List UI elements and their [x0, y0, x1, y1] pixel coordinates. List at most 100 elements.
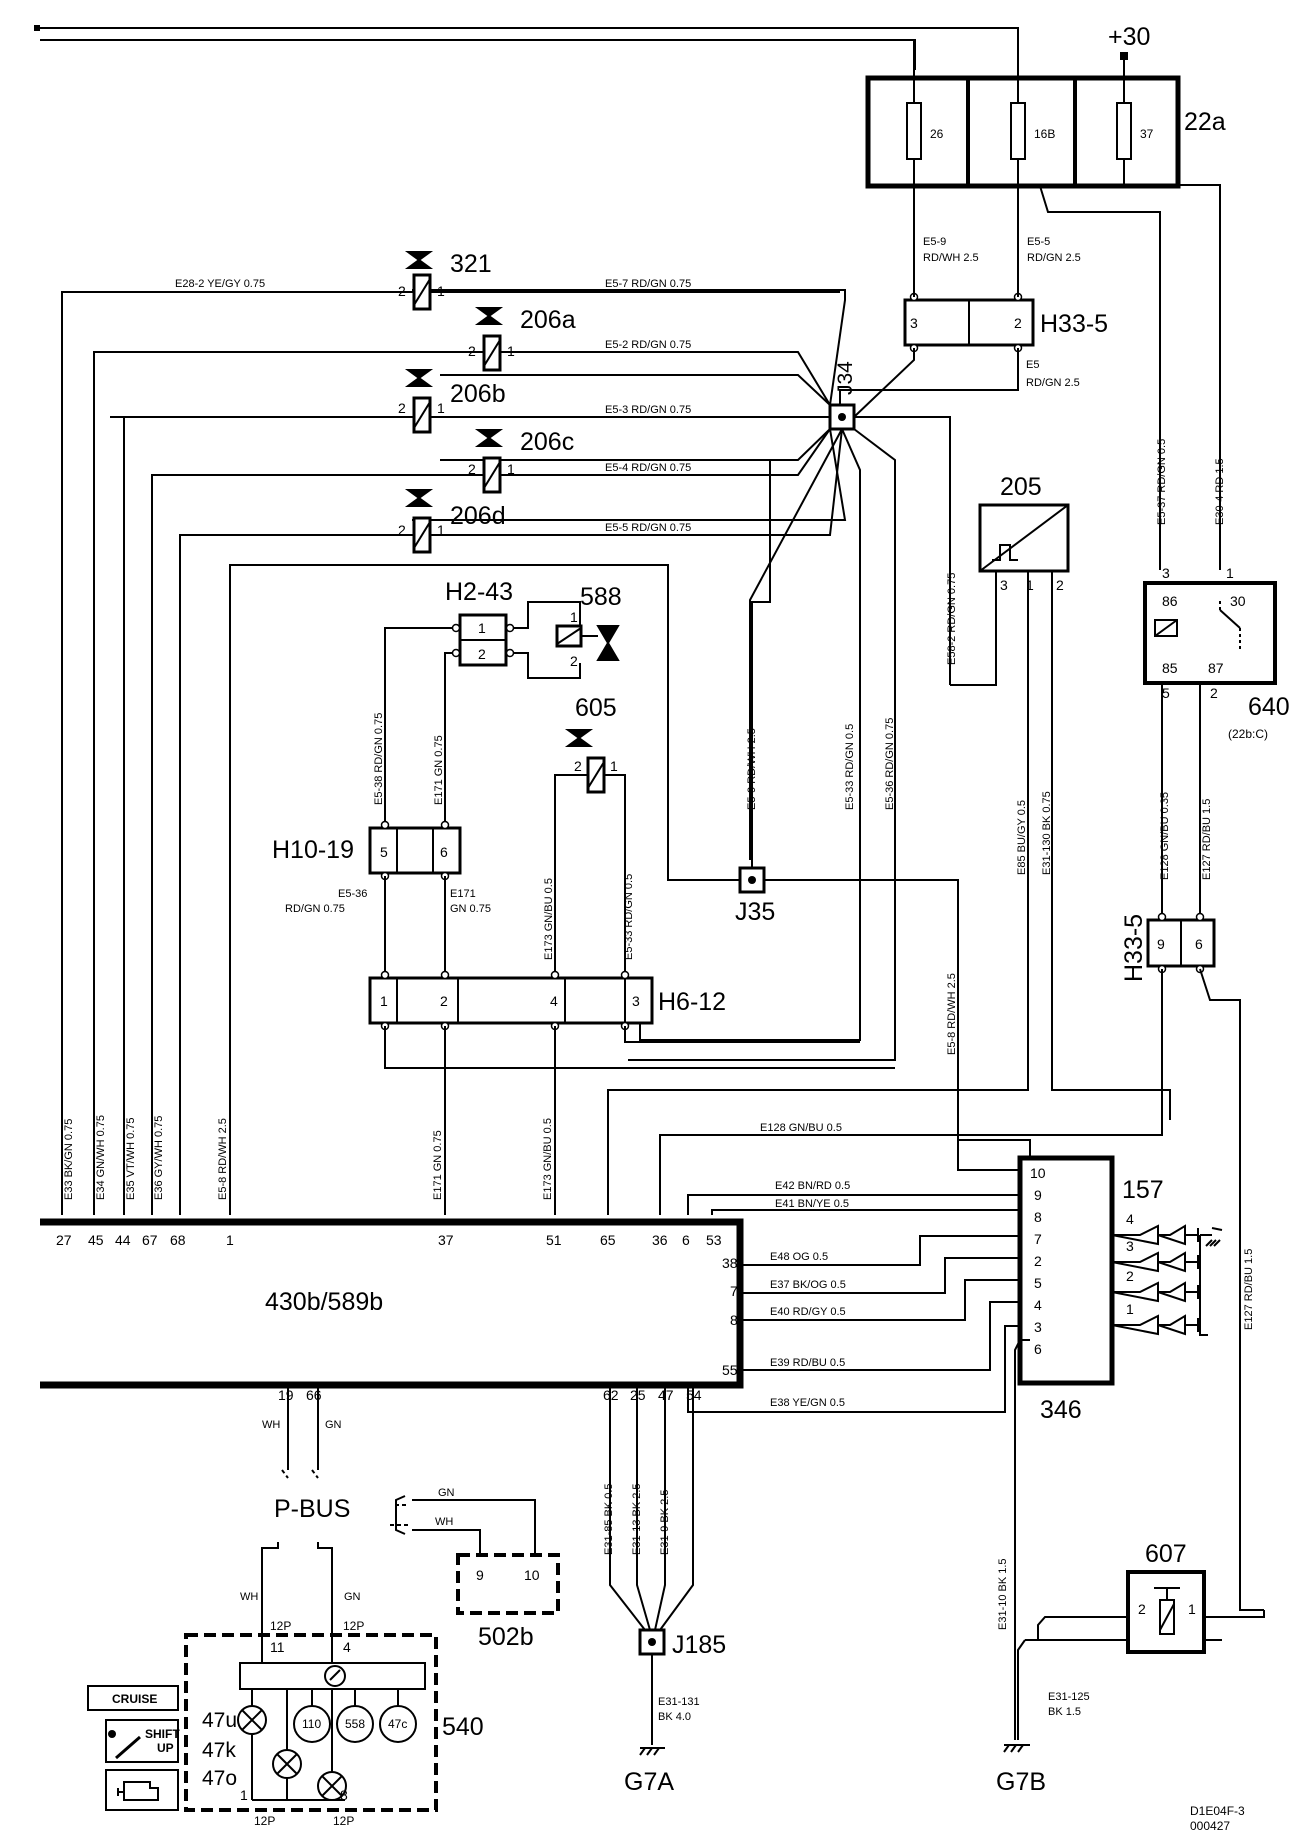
svg-text:55: 55: [722, 1362, 738, 1378]
wire-e171d: E171 GN 0.75: [432, 1130, 444, 1200]
ecu-right-pins: 38 7 8 55: [722, 1255, 738, 1378]
svg-text:2: 2: [1034, 1253, 1042, 1269]
valve-206b: [404, 369, 434, 434]
h33-5b-pin-9: 9: [1157, 936, 1165, 952]
svg-text:44: 44: [115, 1232, 131, 1248]
svg-text:4: 4: [1034, 1297, 1042, 1313]
switch-607-pin2: 2: [1138, 1601, 1146, 1617]
plus30-terminal: [1120, 52, 1128, 60]
relay-640-ref: (22b:C): [1228, 727, 1268, 741]
svg-text:7: 7: [1034, 1231, 1042, 1247]
wire-e128: E128 GN/BU 0.5: [760, 1122, 842, 1134]
valve-206c-label: 206c: [520, 428, 574, 456]
svg-text:9: 9: [1034, 1187, 1042, 1203]
h33-5b-pin-6: 6: [1195, 936, 1203, 952]
valve-206b-label: 206b: [450, 380, 506, 408]
valve-605-pin1: 1: [610, 758, 618, 774]
instrument-540-label: 540: [442, 1713, 484, 1741]
wire-e5-36: E5-36 RD/GN 0.75: [884, 718, 896, 810]
wire-e31-9: E31-9 BK 2.5: [659, 1490, 671, 1555]
sensor-205-pin2: 2: [1056, 577, 1064, 593]
c540-12p-3: 12P: [254, 1814, 275, 1828]
wire-gn-502: GN: [438, 1487, 455, 1499]
wire-e42: E42 BN/RD 0.5: [775, 1180, 850, 1192]
c502b-label: 502b: [478, 1623, 534, 1651]
lamp-47o: 47o: [202, 1767, 237, 1790]
ecu-top-pins: 27 45 44 67 68 1 37 51 65 36 6 53: [56, 1232, 722, 1248]
switch-pin-1: 1: [1126, 1301, 1134, 1317]
wire-e31-125: E31-125: [1048, 1691, 1090, 1703]
svg-text:6: 6: [682, 1232, 690, 1248]
fuse-16b-label: 16B: [1034, 127, 1055, 141]
valve-206c-pin1: 1: [507, 461, 515, 477]
wire-e5-5: E5-5 RD/GN 0.75: [605, 522, 691, 534]
svg-text:6: 6: [1034, 1341, 1042, 1357]
wire-e58-2: E58-2 RD/GN 0.75: [946, 573, 958, 665]
svg-text:7: 7: [730, 1283, 738, 1299]
valve-605-pin2: 2: [574, 758, 582, 774]
lamp-47u: 47u: [202, 1709, 237, 1732]
wire-e31-125b: BK 1.5: [1048, 1706, 1081, 1718]
c540-12p-1: 12P: [270, 1619, 291, 1633]
relay-pin-2: 2: [1210, 685, 1218, 701]
svg-text:10: 10: [1030, 1165, 1046, 1181]
instrument-540: [184, 1633, 438, 1812]
valve-321-label: 321: [450, 250, 492, 278]
wire-e127-v: E127 RD/BU 1.5: [1201, 799, 1213, 880]
h6-12-pin-1: 1: [380, 993, 388, 1009]
wire-e37: E37 BK/OG 0.5: [770, 1279, 846, 1291]
wire-e85: E85 BU/GY 0.5: [1016, 800, 1028, 875]
switch-pin-2: 2: [1126, 1268, 1134, 1284]
j35-label: J35: [735, 898, 775, 926]
connector-h10-19: [368, 820, 462, 881]
wire-e5-5-top: E5-5: [1027, 236, 1050, 248]
switch-group: [1111, 1224, 1223, 1336]
wire-e171b: E171: [450, 888, 476, 900]
wire-e31-130: E31-130 BK 0.75: [1041, 791, 1053, 875]
wire-e171: E171 GN 0.75: [433, 735, 445, 805]
wire-e5-3: E5-3 RD/GN 0.75: [605, 404, 691, 416]
switch-607-label: 607: [1145, 1540, 1187, 1568]
h33-5-pin-2: 2: [1014, 315, 1022, 331]
wire-wh-540: WH: [240, 1591, 258, 1603]
wire-e31-85: E31-85 BK 0.5: [603, 1483, 615, 1555]
plus30-label: +30: [1108, 23, 1150, 51]
wire-e5-7: E5-7 RD/GN 0.75: [605, 278, 691, 290]
c540-12p-2: 12P: [343, 1619, 364, 1633]
svg-text:36: 36: [652, 1232, 668, 1248]
splice-j35: [738, 866, 766, 894]
sensor-205-pin1: 1: [1026, 577, 1034, 593]
wire-e128-v: E128 GN/BU 0.35: [1159, 792, 1171, 880]
relay-640-label: 640: [1248, 693, 1290, 721]
solenoid-588-pin2: 2: [570, 653, 578, 669]
wire-e31-131b: BK 4.0: [658, 1711, 691, 1723]
wire-e5-b: RD/GN 2.5: [1026, 377, 1080, 389]
svg-text:68: 68: [170, 1232, 186, 1248]
solenoid-588-pin1: 1: [570, 609, 578, 625]
svg-text:45: 45: [88, 1232, 104, 1248]
h6-12-pin-2: 2: [440, 993, 448, 1009]
wire-e5-37: E5-37 RD/GN 0.5: [1156, 439, 1168, 525]
svg-text:1: 1: [226, 1232, 234, 1248]
fuse-box-22a: [865, 40, 1221, 570]
wire-e5-5-top2: RD/GN 2.5: [1027, 252, 1081, 264]
wire-wh-top: WH: [262, 1419, 280, 1431]
connector-h33-5-lower: [1146, 912, 1216, 974]
switch-607: [1126, 1570, 1206, 1654]
c502b-pin-9: 9: [476, 1567, 484, 1583]
svg-text:65: 65: [600, 1232, 616, 1248]
fuse-box-22a-label: 22a: [1184, 108, 1226, 136]
svg-text:3: 3: [1034, 1319, 1042, 1335]
valve-206d: [404, 489, 434, 554]
gauge-558: 558: [345, 1717, 365, 1731]
j185-label: J185: [672, 1631, 726, 1659]
relay-pin-1: 1: [1226, 565, 1234, 581]
relay-pin-30: 30: [1230, 593, 1246, 609]
svg-text:53: 53: [706, 1232, 722, 1248]
shift-up-label-1: SHIFT: [145, 1727, 180, 1741]
wire-e36: E36 GY/WH 0.75: [153, 1116, 165, 1200]
h2-43-label: H2-43: [445, 578, 513, 606]
wire-e40: E40 RD/GY 0.5: [770, 1306, 846, 1318]
relay-640: [1143, 581, 1277, 685]
